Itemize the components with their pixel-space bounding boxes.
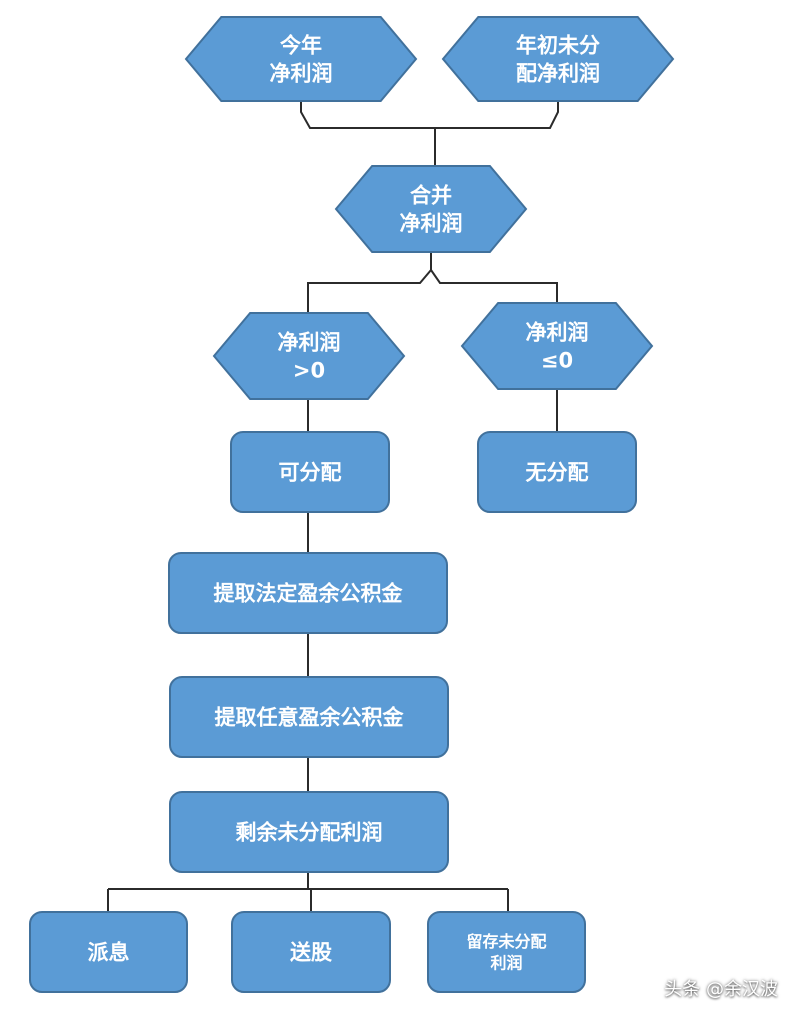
connectors (107, 101, 559, 912)
nodes: 今年净利润年初未分配净利润合并净利润净利润>0净利润≤0可分配无分配提取法定盈余… (29, 16, 675, 993)
hexagon-shape (460, 302, 654, 390)
hexagon-shape (441, 16, 675, 102)
node-label-line1: 年初未分 (516, 33, 600, 57)
rounded-rect-shape (29, 911, 188, 993)
node-label-line2: 配净利润 (516, 62, 600, 86)
node-label: 派息 (88, 941, 130, 965)
node-net-profit-positive: 净利润 >0 (212, 312, 406, 400)
rounded-rect-shape (231, 911, 391, 993)
node-label-line2: 利润 (490, 954, 522, 973)
node-label: 可分配 (279, 461, 342, 485)
node-label-line2: ≤0 (541, 349, 573, 373)
connector-line (300, 101, 435, 129)
node-label-line1: 今年 (280, 33, 322, 57)
rounded-rect-shape (169, 791, 449, 873)
rounded-rect-shape (427, 911, 586, 993)
node-label-line1: 留存未分配 (466, 932, 546, 951)
hexagon-shape (184, 16, 418, 102)
node-statutory-reserve: 提取法定盈余公积金 (168, 552, 448, 634)
node-label: 提取法定盈余公积金 (214, 582, 404, 606)
node-label: 送股 (290, 941, 332, 965)
node-label: 无分配 (526, 461, 589, 485)
node-label: 剩余未分配利润 (236, 821, 383, 845)
node-not-distributable: 无分配 (477, 431, 637, 513)
node-label-line1: 净利润 (278, 330, 341, 354)
node-distributable: 可分配 (230, 431, 390, 513)
hexagon-shape (334, 165, 528, 253)
connector-line (435, 101, 559, 129)
rounded-rect-shape (168, 552, 448, 634)
node-remaining-undistributed: 剩余未分配利润 (169, 791, 449, 873)
node-label-line1: 合并 (410, 183, 452, 207)
node-discretionary-reserve: 提取任意盈余公积金 (169, 676, 449, 758)
node-label-line1: 净利润 (526, 320, 589, 344)
watermark: 头条 @余汉波 (664, 979, 778, 1000)
node-net-profit-non-positive: 净利润 ≤0 (460, 302, 654, 390)
node-label: 提取任意盈余公积金 (215, 706, 405, 730)
node-stock-dividend: 送股 (231, 911, 391, 993)
connector-line (430, 269, 558, 303)
node-label-line2: 净利润 (400, 212, 463, 236)
rounded-rect-shape (169, 676, 449, 758)
connector-line (307, 252, 432, 313)
rounded-rect-shape (230, 431, 390, 513)
rounded-rect-shape (477, 431, 637, 513)
hexagon-shape (212, 312, 406, 400)
node-label-line2: 净利润 (270, 62, 333, 86)
node-label-line2: >0 (293, 359, 325, 383)
node-cash-dividend: 派息 (29, 911, 188, 993)
